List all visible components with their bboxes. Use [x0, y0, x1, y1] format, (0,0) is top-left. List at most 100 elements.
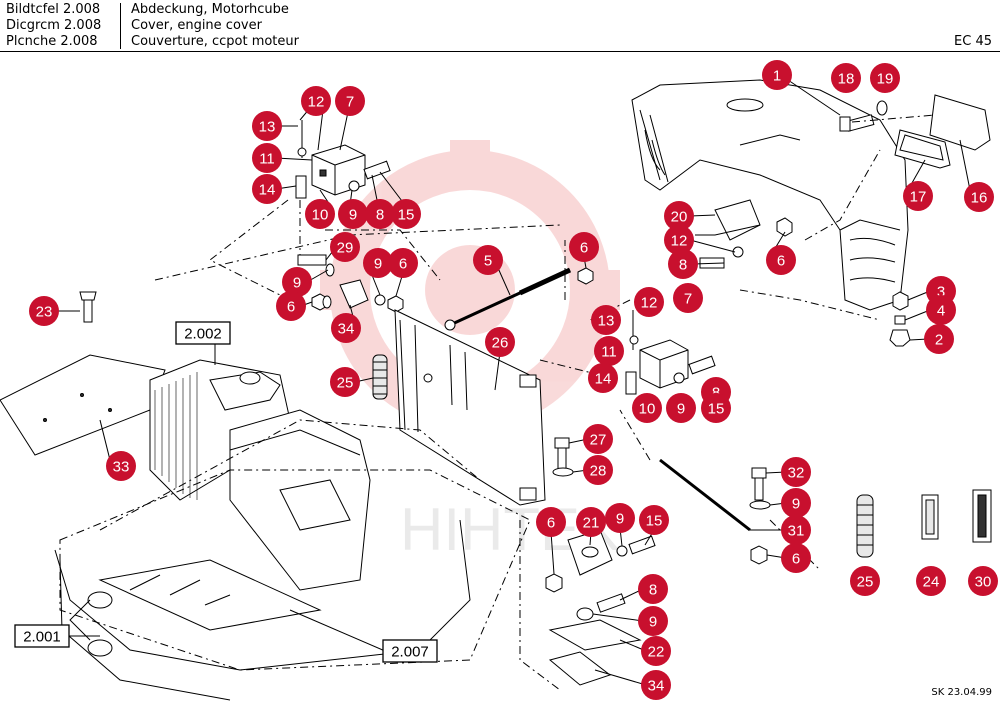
plate-label-fr: Plcnche 2.008 — [6, 34, 98, 49]
callout-bubble — [668, 249, 698, 279]
callout-bubble — [485, 327, 515, 357]
callout-number: 2 — [935, 332, 943, 349]
callout-16: 16 — [964, 182, 994, 212]
callout-8: 8 — [638, 574, 668, 604]
callout-number: 9 — [616, 511, 624, 528]
callout-bubble — [588, 363, 618, 393]
floor-panel-33 — [0, 291, 166, 456]
callout-number: 7 — [346, 94, 354, 111]
callout-bubble — [252, 111, 282, 141]
callout-29: 29 — [330, 232, 360, 262]
callout-31: 31 — [781, 515, 811, 545]
ref-box-frame — [382, 639, 438, 663]
callout-number: 14 — [259, 182, 276, 199]
callout-number: 3 — [937, 284, 945, 301]
callout-bubble — [968, 566, 998, 596]
plate-title-fr: Couverture, ccpot moteur — [131, 34, 299, 49]
plate-labels: Bildtcfel 2.008 Dicgrcm 2.008 Plcnche 2.… — [6, 2, 101, 50]
callout-number: 9 — [649, 614, 657, 631]
plate-title-de: Abdeckung, Motorhcube — [131, 2, 289, 17]
callout-number: 13 — [259, 119, 276, 136]
callout-9: 9 — [605, 503, 635, 533]
callout-number: 29 — [337, 240, 354, 257]
callout-18: 18 — [831, 63, 861, 93]
callout-number: 10 — [312, 207, 329, 224]
callout-12: 12 — [664, 225, 694, 255]
ref-box-label: 2.007 — [391, 644, 429, 661]
callout-6: 6 — [766, 245, 796, 275]
callout-bubble — [583, 455, 613, 485]
callout-bubble — [673, 283, 703, 313]
callout-number: 6 — [287, 299, 295, 316]
callout-number: 15 — [708, 401, 725, 418]
callout-number: 23 — [36, 304, 53, 321]
ref-box-2.007: 2.007 — [382, 639, 438, 663]
callout-21: 21 — [576, 507, 606, 537]
callout-number: 14 — [595, 371, 612, 388]
callout-8: 8 — [365, 199, 395, 229]
callout-bubble — [639, 505, 669, 535]
callout-bubble — [305, 199, 335, 229]
callout-number: 10 — [639, 401, 656, 418]
callout-bubble — [926, 295, 956, 325]
plate-label-en: Dicgrcm 2.008 — [6, 18, 102, 33]
callout-bubble — [964, 182, 994, 212]
callout-number: 18 — [838, 71, 855, 88]
callout-number: 28 — [590, 463, 607, 480]
spring-25-left — [372, 354, 388, 400]
callout-number: 33 — [113, 459, 130, 476]
callout-24: 24 — [916, 566, 946, 596]
callout-8: 8 — [668, 249, 698, 279]
callout-number: 31 — [788, 523, 805, 540]
callout-10: 10 — [632, 393, 662, 423]
plate-title-en: Cover, engine cover — [131, 18, 262, 33]
callout-7: 7 — [335, 86, 365, 116]
callout-bubble — [301, 86, 331, 116]
model-code: EC 45 — [954, 34, 992, 49]
callout-bubble — [666, 393, 696, 423]
callout-number: 15 — [398, 207, 415, 224]
callout-number: 12 — [641, 295, 658, 312]
callout-bubble — [391, 199, 421, 229]
callout-number: 8 — [649, 582, 657, 599]
callout-14: 14 — [588, 363, 618, 393]
callout-bubble — [583, 424, 613, 454]
engine-cover — [631, 79, 909, 311]
callout-30: 30 — [968, 566, 998, 596]
callout-23: 23 — [29, 296, 59, 326]
callout-bubble — [536, 507, 566, 537]
callout-20: 20 — [664, 201, 694, 231]
callout-number: 30 — [975, 574, 992, 591]
callout-bubble — [594, 336, 624, 366]
callout-bubble — [576, 507, 606, 537]
callout-bubble — [850, 566, 880, 596]
callout-bubble — [591, 305, 621, 335]
callout-bubble — [330, 367, 360, 397]
callout-4: 4 — [926, 295, 956, 325]
callout-14: 14 — [252, 174, 282, 204]
callout-bubble — [338, 199, 368, 229]
right-hinge-group — [625, 310, 716, 395]
callout-bubble — [664, 225, 694, 255]
callout-number: 34 — [338, 321, 355, 338]
callout-9: 9 — [363, 248, 393, 278]
callout-19: 19 — [870, 63, 900, 93]
callout-number: 32 — [788, 465, 805, 482]
callout-bubble — [605, 503, 635, 533]
callout-32: 32 — [781, 457, 811, 487]
callout-bubble — [330, 232, 360, 262]
callout-number: 6 — [547, 515, 555, 532]
callout-number: 9 — [374, 256, 382, 273]
callout-number: 12 — [671, 233, 688, 250]
callout-bubble — [870, 63, 900, 93]
spring-parts-right — [856, 489, 992, 558]
callout-6: 6 — [536, 507, 566, 537]
callout-number: 15 — [646, 513, 663, 530]
callout-11: 11 — [252, 143, 282, 173]
callout-33: 33 — [106, 451, 136, 481]
callout-13: 13 — [591, 305, 621, 335]
callout-bubble — [388, 248, 418, 278]
callout-bubble — [252, 143, 282, 173]
callout-6: 6 — [781, 543, 811, 573]
callout-number: 26 — [492, 335, 509, 352]
